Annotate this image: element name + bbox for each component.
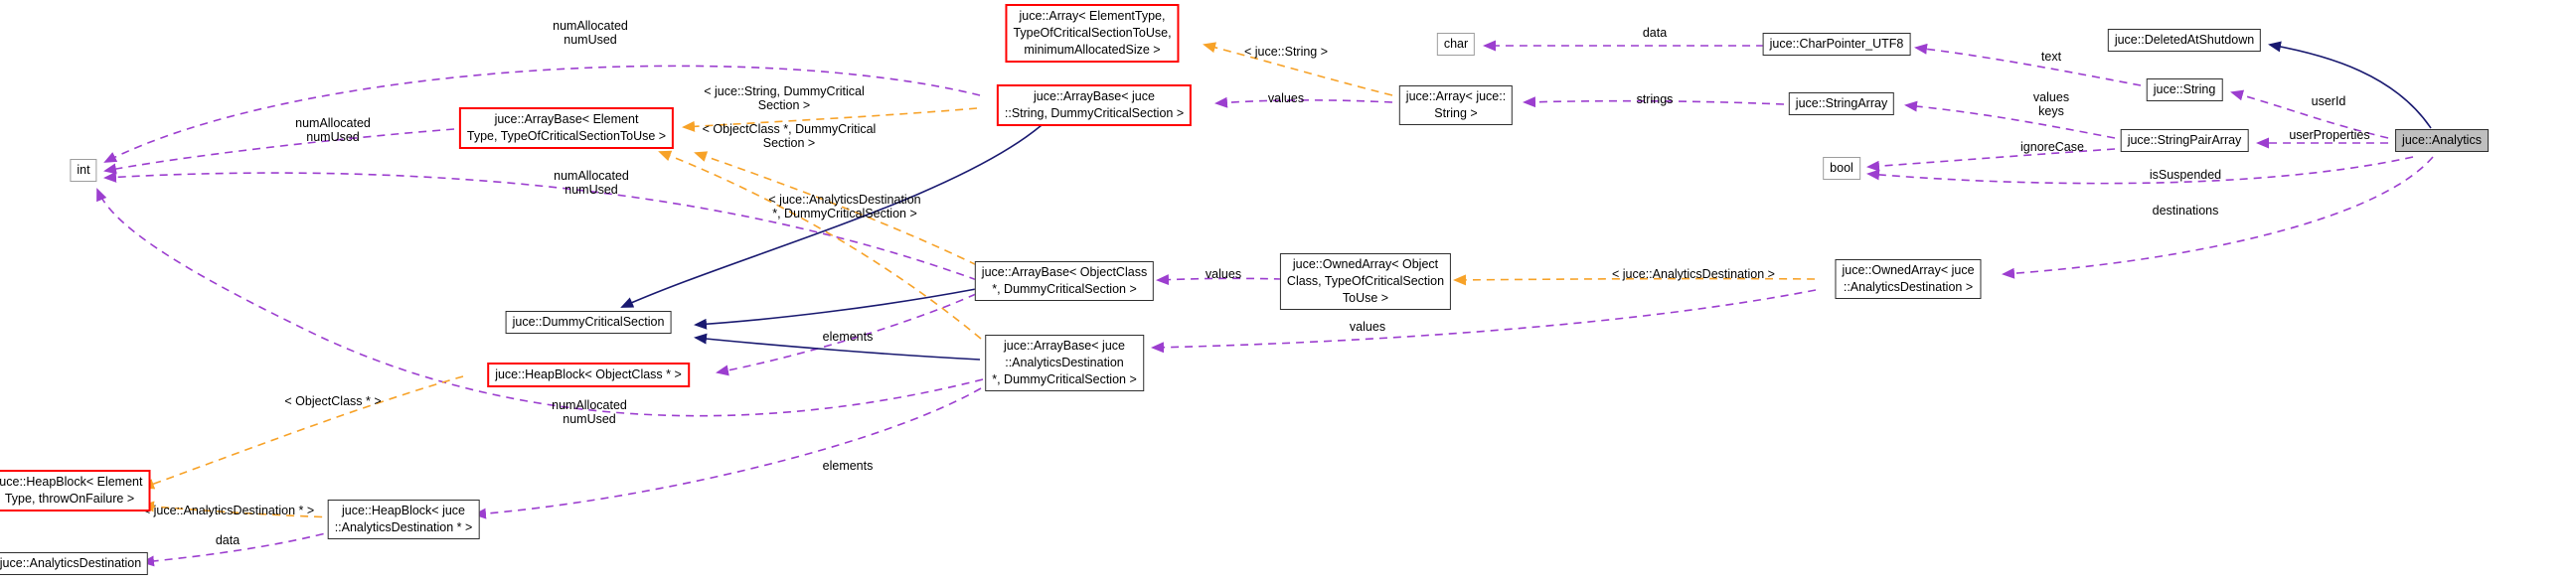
class-node-label: juce::DeletedAtShutdown (2114, 33, 2255, 47)
class-node-label: ToUse > (1342, 291, 1389, 305)
edge-usage-ownedarray-ad-to-arraybase-ad (1151, 289, 1817, 354)
class-node-label: *, DummyCriticalSection > (992, 372, 1137, 386)
edge-usage-ownedarray-objectclass-to-arraybase-objectclass (1156, 274, 1283, 286)
class-node-label: Type, TypeOfCriticalSectionToUse > (466, 129, 667, 143)
class-node-array-elementtype[interactable]: juce::Array< ElementType,TypeOfCriticalS… (1005, 4, 1180, 63)
class-node-label: juce::OwnedArray< juce (1842, 263, 1975, 277)
class-node-label: juce::Array< ElementType, (1019, 9, 1166, 23)
class-node-int[interactable]: int (70, 159, 97, 182)
class-node-deletedatshutdown[interactable]: juce::DeletedAtShutdown (2107, 29, 2262, 52)
edge-template-ownedarray-ad-to-ownedarray-objectclass (1453, 274, 1816, 286)
class-node-label: juce::ArrayBase< Element (494, 112, 639, 126)
class-node-label: juce::Analytics (2402, 133, 2482, 147)
class-node-stringarray[interactable]: juce::StringArray (1788, 92, 1895, 115)
class-node-stringpairarray[interactable]: juce::StringPairArray (2120, 129, 2249, 152)
edge-usage-arraybase-objectclass-to-heapblock-objectclass (716, 293, 977, 376)
class-node-label: juce::DummyCriticalSection (512, 315, 665, 329)
edge-template-heapblock-ad-to-heapblock-elementtype (141, 501, 337, 518)
class-node-bool[interactable]: bool (1823, 157, 1860, 180)
edge-template-array-string-to-array-elementtype (1203, 42, 1393, 96)
class-node-label: juce::HeapBlock< ObjectClass * > (495, 367, 682, 381)
class-node-label: String > (1434, 106, 1478, 120)
edge-usage-arraybase-ad-to-heapblock-ad (473, 387, 982, 519)
class-node-label: juce::ArrayBase< juce (1004, 339, 1125, 353)
edge-usage-stringarray-to-array-string (1523, 96, 1785, 108)
edge-template-heapblock-objectclass-to-heapblock-elementtype (141, 375, 464, 490)
class-node-label: Class, TypeOfCriticalSection (1286, 274, 1445, 288)
class-node-charpointer-utf8[interactable]: juce::CharPointer_UTF8 (1762, 33, 1911, 56)
edge-usage-analytics-to-ownedarray-ad (2002, 156, 2434, 279)
class-node-label: char (1443, 37, 1469, 51)
class-node-label: ::AnalyticsDestination * > (334, 520, 473, 534)
class-node-arraybase-ad[interactable]: juce::ArrayBase< juce::AnalyticsDestinat… (985, 335, 1144, 391)
edge-usage-string-to-charpointer-utf8 (1914, 43, 2142, 86)
class-node-label: juce::String (2153, 82, 2216, 96)
class-node-label: juce::StringPairArray (2127, 133, 2242, 147)
class-node-string[interactable]: juce::String (2146, 78, 2223, 101)
edge-template-arraybase-objectclass-to-arraybase-elementtype (694, 151, 978, 266)
class-node-label: juce::ArrayBase< juce (1034, 89, 1155, 103)
class-node-ownedarray-ad[interactable]: juce::OwnedArray< juce::AnalyticsDestina… (1835, 259, 1982, 299)
class-node-label: ::AnalyticsDestination (1005, 356, 1124, 369)
class-node-label: minimumAllocatedSize > (1024, 43, 1161, 57)
class-node-heapblock-objectclass[interactable]: juce::HeapBlock< ObjectClass * > (487, 363, 690, 387)
class-node-label: Type, throwOnFailure > (4, 492, 135, 506)
class-node-analytics[interactable]: juce::Analytics (2395, 129, 2489, 152)
edge-inheritance-analytics-to-deletedatshutdown (2268, 41, 2432, 129)
class-node-label: *, DummyCriticalSection > (992, 282, 1137, 296)
edge-usage-array-string-to-arraybase-string (1214, 96, 1393, 108)
class-node-label: TypeOfCriticalSectionToUse, (1013, 26, 1172, 40)
edge-usage-arraybase-elementtype-to-int (103, 128, 455, 175)
class-node-analyticsdestination[interactable]: juce::AnalyticsDestination (0, 552, 149, 575)
class-node-label: ::String, DummyCriticalSection > (1004, 106, 1185, 120)
class-node-label: juce::OwnedArray< Object (1292, 257, 1439, 271)
edge-template-arraybase-string-to-arraybase-elementtype (682, 107, 978, 132)
class-node-arraybase-string[interactable]: juce::ArrayBase< juce::String, DummyCrit… (996, 84, 1193, 126)
class-node-heapblock-ad[interactable]: juce::HeapBlock< juce::AnalyticsDestinat… (327, 500, 480, 539)
edge-template-arraybase-ad-to-arraybase-elementtype (658, 150, 982, 340)
class-node-array-string[interactable]: juce::Array< juce::String > (1398, 85, 1514, 125)
class-node-dummycriticalsection[interactable]: juce::DummyCriticalSection (505, 311, 672, 334)
class-node-arraybase-objectclass[interactable]: juce::ArrayBase< ObjectClass*, DummyCrit… (974, 261, 1155, 301)
edge-usage-arraybase-ad-to-int (96, 188, 984, 417)
class-node-char[interactable]: char (1436, 33, 1476, 56)
edge-usage-arraybase-string-to-int (103, 65, 981, 163)
edge-usage-heapblock-ad-to-analyticsdestination (141, 529, 338, 567)
edge-inheritance-arraybase-string-to-dummycriticalsection (620, 124, 1043, 308)
class-node-label: ::AnalyticsDestination > (1843, 280, 1974, 294)
class-node-label: juce::ArrayBase< ObjectClass (981, 265, 1148, 279)
edge-usage-analytics-to-bool (1866, 156, 2414, 185)
edge-inheritance-arraybase-ad-to-dummycriticalsection (694, 333, 981, 361)
class-node-label: int (77, 163, 90, 177)
class-node-label: bool (1830, 161, 1853, 175)
class-node-label: juce::HeapBlock< Element (0, 475, 143, 489)
class-node-label: juce::HeapBlock< juce (341, 504, 466, 517)
edge-usage-analytics-to-string (2230, 89, 2389, 139)
edge-usage-arraybase-objectclass-to-int (103, 171, 978, 281)
edge-usage-stringpairarray-to-stringarray (1904, 100, 2116, 139)
class-node-label: juce::StringArray (1795, 96, 1888, 110)
edge-usage-stringpairarray-to-bool (1866, 148, 2116, 172)
edge-inheritance-arraybase-objectclass-to-dummycriticalsection (694, 288, 977, 330)
class-node-label: juce::Array< juce:: (1405, 89, 1507, 103)
class-node-label: juce::CharPointer_UTF8 (1769, 37, 1904, 51)
class-node-label: juce::AnalyticsDestination (0, 556, 142, 570)
